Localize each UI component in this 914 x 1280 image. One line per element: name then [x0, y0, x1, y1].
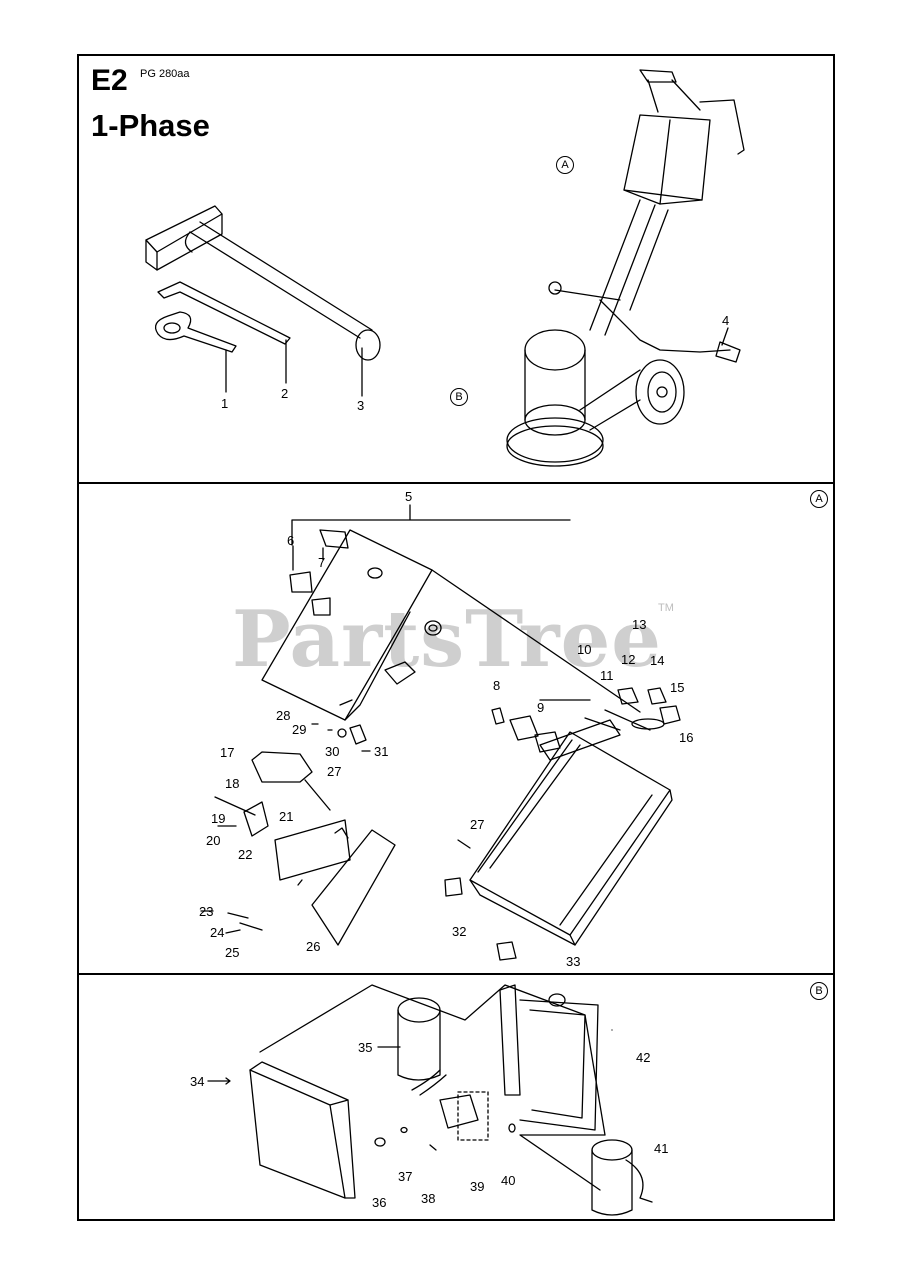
- part-label-3: 3: [357, 398, 365, 413]
- part-label-29: 29: [292, 722, 307, 737]
- callout-a-top: A: [556, 156, 574, 174]
- model-number: PG 280aa: [140, 68, 190, 80]
- part-label-14: 14: [650, 653, 665, 668]
- part-label-36: 36: [372, 1195, 387, 1210]
- part-label-21: 21: [279, 809, 294, 824]
- part-label-17: 17: [220, 745, 235, 760]
- part-label-2: 2: [281, 386, 289, 401]
- part-label-23: 23: [199, 904, 214, 919]
- screws-section-a: [214, 699, 367, 931]
- part-label-32: 32: [452, 924, 467, 939]
- leader-line-cord: [721, 327, 729, 346]
- part-label-37: 37: [398, 1169, 413, 1184]
- part-label-7: 7: [318, 555, 326, 570]
- wrench-drawing: [154, 311, 237, 353]
- part-label-26: 26: [306, 939, 321, 954]
- leader-lines-tools: [225, 339, 363, 397]
- mounting-bracket-drawing: [243, 751, 396, 946]
- part-label-25: 25: [225, 945, 240, 960]
- part-label-1: 1: [221, 396, 229, 411]
- part-label-10: 10: [577, 642, 592, 657]
- part-label-18: 18: [225, 776, 240, 791]
- part-label-34: 34: [190, 1074, 205, 1089]
- part-label-33: 33: [566, 954, 581, 969]
- part-label-35: 35: [358, 1040, 373, 1055]
- part-label-24: 24: [210, 925, 225, 940]
- allen-key-drawing: [157, 281, 291, 345]
- part-label-31: 31: [374, 744, 389, 759]
- part-label-30: 30: [325, 744, 340, 759]
- part-label-16: 16: [679, 730, 694, 745]
- callout-b-section: B: [810, 982, 828, 1000]
- callout-a-section: A: [810, 490, 828, 508]
- leader-lines-section-a: [200, 545, 371, 934]
- leader-line-34: [207, 1077, 231, 1085]
- leader-line-35: [377, 1029, 613, 1048]
- part-label-4: 4: [722, 313, 730, 328]
- part-label-6: 6: [287, 533, 295, 548]
- part-label-13: 13: [632, 617, 647, 632]
- part-label-8: 8: [493, 678, 501, 693]
- part-label-27-left: 27: [327, 764, 342, 779]
- part-label-27-right: 27: [470, 817, 485, 832]
- part-label-22: 22: [238, 847, 253, 862]
- watermark-tm: TM: [658, 602, 674, 614]
- section-divider-bottom: [77, 973, 835, 975]
- section-divider-top: [77, 482, 835, 484]
- part-label-39: 39: [470, 1179, 485, 1194]
- part-label-42: 42: [636, 1050, 651, 1065]
- control-box-cover-drawing: [261, 504, 641, 721]
- part-label-41: 41: [654, 1141, 669, 1156]
- part-label-19: 19: [211, 811, 226, 826]
- part-label-5: 5: [405, 489, 413, 504]
- part-label-40: 40: [501, 1173, 516, 1188]
- phase-title: 1-Phase: [91, 108, 210, 143]
- motor-housing-drawing: [249, 984, 653, 1216]
- part-label-38: 38: [421, 1191, 436, 1206]
- part-label-28: 28: [276, 708, 291, 723]
- part-label-11: 11: [600, 668, 614, 683]
- part-label-20: 20: [206, 833, 221, 848]
- floor-grinder-drawing: [506, 69, 745, 467]
- callout-b-top: B: [450, 388, 468, 406]
- part-label-9: 9: [537, 700, 545, 715]
- hammer-drawing: [145, 205, 381, 361]
- part-label-15: 15: [670, 680, 685, 695]
- part-label-12: 12: [621, 652, 636, 667]
- diagram-frame: [77, 54, 835, 1221]
- diagram-code: E2: [91, 64, 128, 97]
- control-box-body-drawing: [444, 687, 681, 961]
